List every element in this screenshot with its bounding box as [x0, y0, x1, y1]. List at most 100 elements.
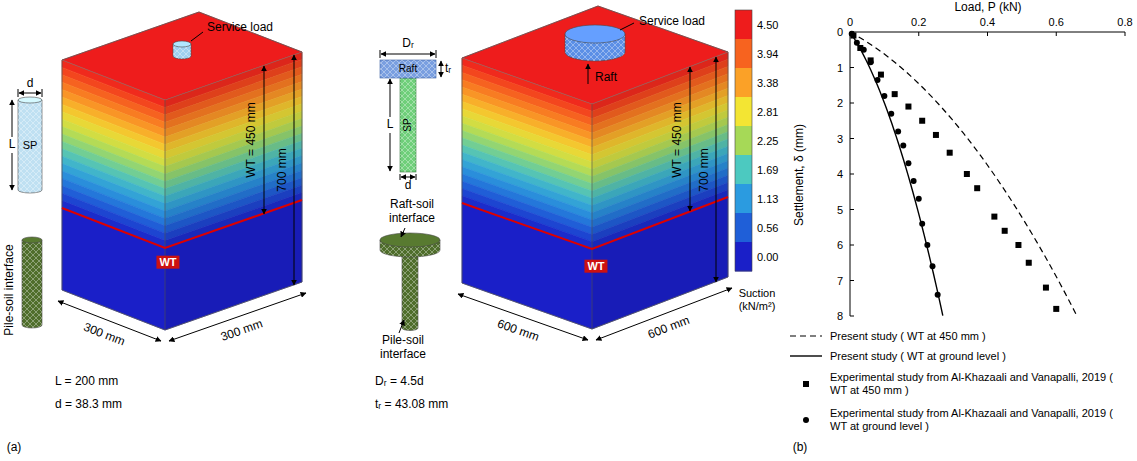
colorbar-value: 2.25: [757, 134, 778, 147]
parameter-note: tᵣ = 43.08 mm: [375, 398, 448, 412]
colorbar-value: 1.69: [757, 163, 778, 176]
water-table-tag: WT: [584, 260, 607, 273]
legend-swatch: [735, 10, 752, 40]
callout-label: Raft: [595, 71, 617, 85]
water-table-line: [462, 197, 728, 249]
box-outline: [462, 6, 728, 329]
colorbar-value: 4.50: [757, 18, 778, 31]
callout-label: Service load: [639, 15, 705, 29]
pile-soil-interface: [402, 250, 418, 331]
data-point: [875, 77, 881, 83]
dimension-label: 600 mm: [646, 314, 691, 342]
data-point: [974, 185, 980, 191]
soil-box-small: [62, 12, 302, 330]
figure-shape: [22, 240, 42, 328]
data-point: [919, 221, 925, 227]
legend-swatch: [735, 126, 752, 156]
data-point: [911, 178, 917, 184]
tick-label: 2: [837, 97, 843, 110]
data-point: [849, 31, 855, 37]
leader-line: [400, 174, 401, 180]
dimension-line: [390, 133, 391, 171]
dimension-label: 300 mm: [219, 317, 264, 344]
legend-text: Experimental study from Al-Khazaali and …: [830, 407, 1130, 432]
axis-title: Load, P (kN): [954, 1, 1021, 15]
data-point: [933, 132, 939, 138]
data-point: [1002, 228, 1008, 234]
tick: [850, 67, 854, 68]
tick-label: 0.8: [1117, 16, 1132, 29]
colorbar-value: 0.00: [757, 250, 778, 263]
dimension-line: [390, 79, 391, 117]
legend-swatch: [735, 213, 752, 243]
data-point: [924, 242, 930, 248]
colorbar-value: 3.94: [757, 47, 778, 60]
dimension-label: 600 mm: [495, 317, 540, 344]
soil-box-large: [462, 6, 728, 329]
colorbar-title: Suction (kN/m²): [727, 287, 787, 312]
dimension-line: [716, 57, 717, 282]
data-point: [881, 93, 887, 99]
dimension-line: [401, 177, 415, 178]
figure-shape: [803, 417, 809, 423]
data-point: [1053, 306, 1059, 312]
data-point: [930, 263, 936, 269]
legend-swatch: [735, 184, 752, 214]
piled-raft-sketch: [380, 60, 436, 172]
dimension-line: [12, 100, 13, 137]
tick-label: 1: [837, 61, 843, 74]
tick-label: 0.4: [980, 16, 995, 29]
box-edge: [165, 100, 166, 330]
figure-shape: [400, 78, 416, 172]
box-edge: [592, 104, 593, 329]
dimension-line: [441, 61, 442, 77]
figure-shape: [402, 252, 418, 331]
dimension-label: 300 mm: [81, 321, 126, 350]
part-label: SP: [23, 139, 38, 152]
pile-soil-interface: [22, 237, 42, 328]
data-point: [905, 160, 911, 166]
figure-shape: [22, 237, 42, 243]
raft-load: [565, 25, 625, 61]
dimension-label: Dᵣ: [402, 37, 414, 51]
figure-shape: [565, 25, 625, 43]
legend-sample: [803, 417, 809, 423]
dimension-label: WT = 450 mm: [245, 102, 259, 177]
leader-line: [401, 228, 405, 237]
leader-line: [18, 89, 19, 97]
axis-title: Settlement, δ (mm): [793, 124, 807, 226]
figure-shape: [380, 60, 436, 78]
dimension-label: WT = 450 mm: [671, 102, 685, 177]
legend-sample: [790, 356, 822, 357]
tick-label: 3: [837, 132, 843, 145]
legend-swatch: [735, 68, 752, 98]
data-point: [900, 143, 906, 149]
panel-label: (a): [7, 441, 22, 455]
dimension-label: d: [27, 77, 34, 91]
tick: [850, 174, 854, 175]
tick-label: 0.6: [1049, 16, 1064, 29]
figure-shape: [402, 252, 418, 331]
colorbar-value: 1.13: [757, 192, 778, 205]
figure-shape: [400, 78, 416, 172]
data-point: [895, 128, 901, 134]
figure-shape: [803, 381, 809, 387]
leader-line: [42, 89, 43, 97]
figure-shape: [790, 335, 822, 336]
parameter-note: L = 200 mm: [55, 375, 118, 389]
figure-shape: [18, 100, 42, 193]
service-load-pile: [173, 41, 191, 59]
tick: [850, 316, 854, 317]
data-point: [861, 47, 867, 53]
colorbar-value: 0.56: [757, 221, 778, 234]
data-point: [919, 118, 925, 124]
leader-line: [380, 50, 381, 58]
data-point: [947, 150, 953, 156]
leader-line: [620, 23, 634, 30]
figure-shape: [18, 100, 42, 193]
data-point: [854, 40, 860, 46]
tick: [1056, 32, 1057, 36]
model-curve-ground: [850, 32, 943, 316]
